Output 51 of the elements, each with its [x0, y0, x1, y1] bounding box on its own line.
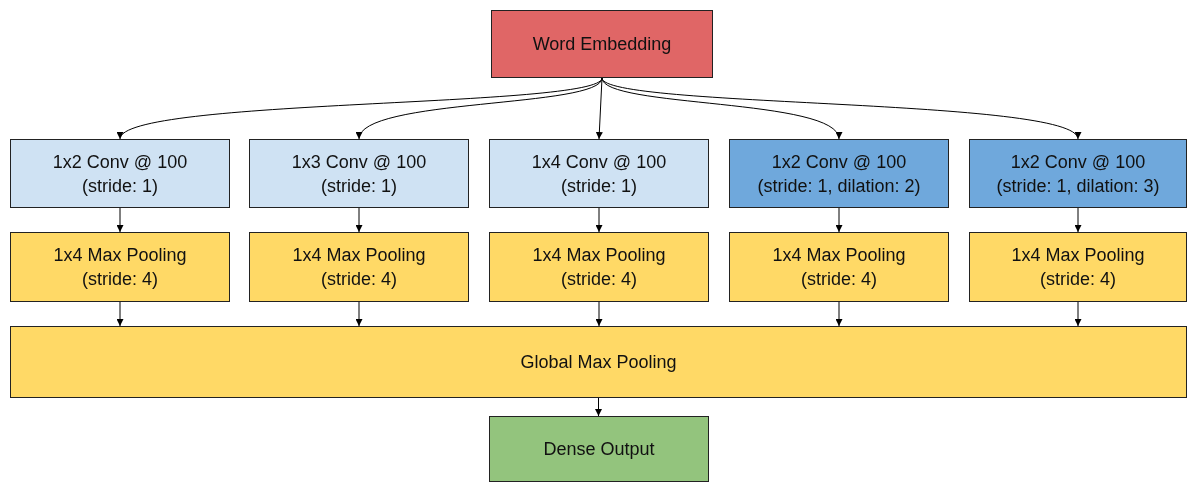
pooling-layer-box	[249, 232, 469, 302]
pooling-box	[10, 326, 1187, 398]
layer-label: (stride: 1, dilation: 3)	[996, 174, 1160, 198]
layer-label: (stride: 4)	[82, 268, 158, 291]
arrow	[595, 77, 603, 140]
conv-layer-box	[10, 139, 230, 208]
arrow	[595, 301, 603, 327]
layer-label: 1x4 Max Pooling	[772, 244, 906, 267]
layer-label: (stride: 4)	[801, 268, 877, 291]
arrow	[116, 301, 124, 327]
arrow	[601, 77, 1079, 140]
conv-layer-box	[249, 139, 469, 208]
layer-label: 1x4 Max Pooling	[1011, 244, 1145, 267]
pooling-layer-box	[729, 232, 949, 302]
arrow	[1074, 207, 1082, 233]
conv-layer-box	[489, 139, 709, 208]
layer-label: 1x2 Conv @ 100	[52, 150, 188, 174]
pooling-layer-box	[969, 232, 1187, 302]
arrow	[116, 207, 124, 233]
conv-layer-box	[729, 139, 949, 208]
layer-label: (stride: 1, dilation: 2)	[757, 174, 921, 198]
layer-label: Word Embedding	[532, 33, 672, 56]
layer-label: (stride: 1)	[321, 174, 397, 198]
arrow	[1074, 301, 1082, 327]
arrow	[835, 301, 843, 327]
layer-label: Global Max Pooling	[520, 351, 677, 374]
layer-label: Dense Output	[543, 438, 655, 461]
layer-label: 1x4 Max Pooling	[292, 244, 426, 267]
layer-label: 1x4 Conv @ 100	[531, 150, 667, 174]
layer-label: (stride: 4)	[321, 268, 397, 291]
arrow	[119, 77, 603, 140]
arrow	[355, 301, 363, 327]
arrow	[595, 397, 602, 417]
layer-label: (stride: 4)	[561, 268, 637, 291]
layer-label: 1x2 Conv @ 100	[771, 150, 907, 174]
layer-label: 1x3 Conv @ 100	[291, 150, 427, 174]
layer-label: 1x4 Max Pooling	[532, 244, 666, 267]
layer-label: (stride: 1)	[82, 174, 158, 198]
output-box	[489, 416, 709, 482]
pooling-layer-box	[489, 232, 709, 302]
arrow	[835, 207, 843, 233]
layer-label: 1x2 Conv @ 100	[1010, 150, 1146, 174]
pooling-layer-box	[10, 232, 230, 302]
layer-label: (stride: 1)	[561, 174, 637, 198]
arrow	[601, 77, 840, 140]
conv-layer-box	[969, 139, 1187, 208]
layer-label: 1x4 Max Pooling	[53, 244, 187, 267]
layer-label: (stride: 4)	[1040, 268, 1116, 291]
embedding-box	[491, 10, 713, 78]
arrow	[595, 207, 603, 233]
arrow	[355, 207, 363, 233]
